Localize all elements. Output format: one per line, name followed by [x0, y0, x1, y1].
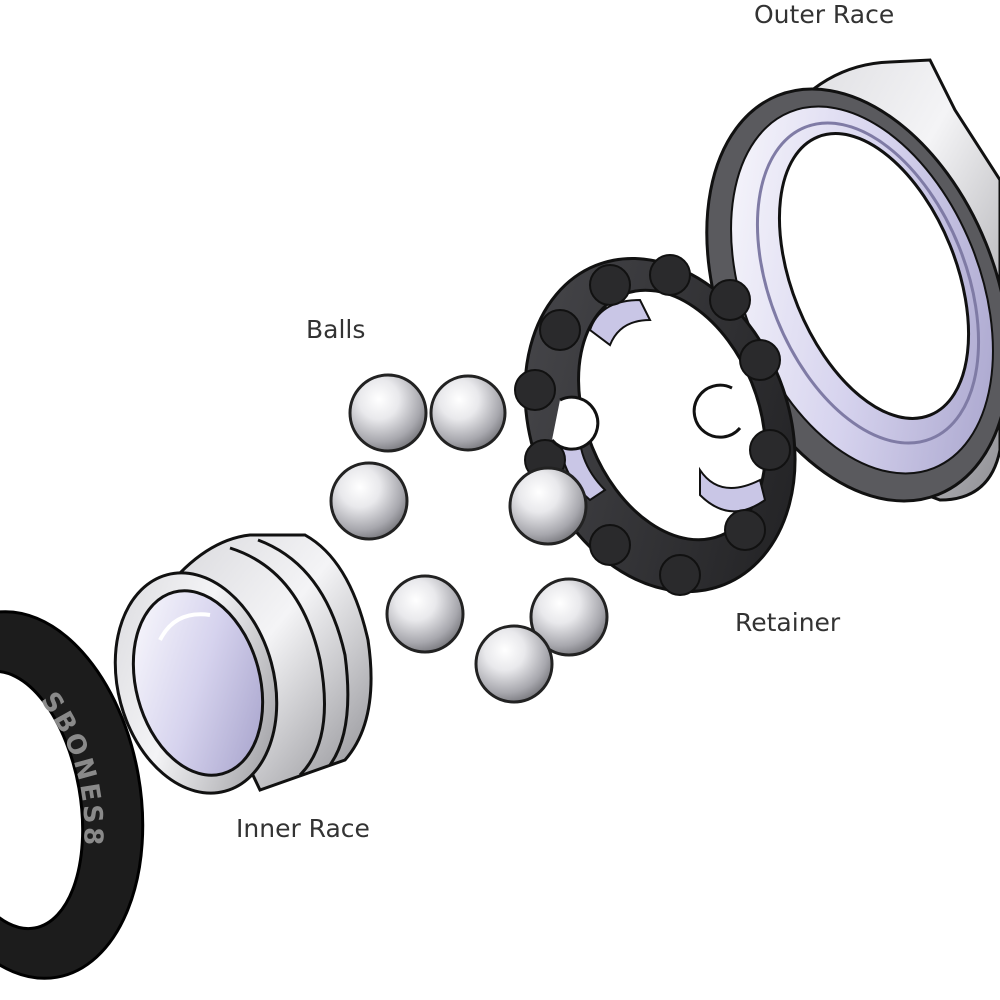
ball-icon [350, 375, 426, 451]
ball-icon [510, 468, 586, 544]
ball-icon [387, 576, 463, 652]
inner-race-label: Inner Race [236, 816, 370, 841]
ball-icon [476, 626, 552, 702]
ball-icon [331, 463, 407, 539]
balls-label: Balls [306, 317, 365, 342]
outer-race-label: Outer Race [754, 2, 894, 27]
retainer-label: Retainer [735, 610, 840, 635]
ball-icon [431, 376, 505, 450]
